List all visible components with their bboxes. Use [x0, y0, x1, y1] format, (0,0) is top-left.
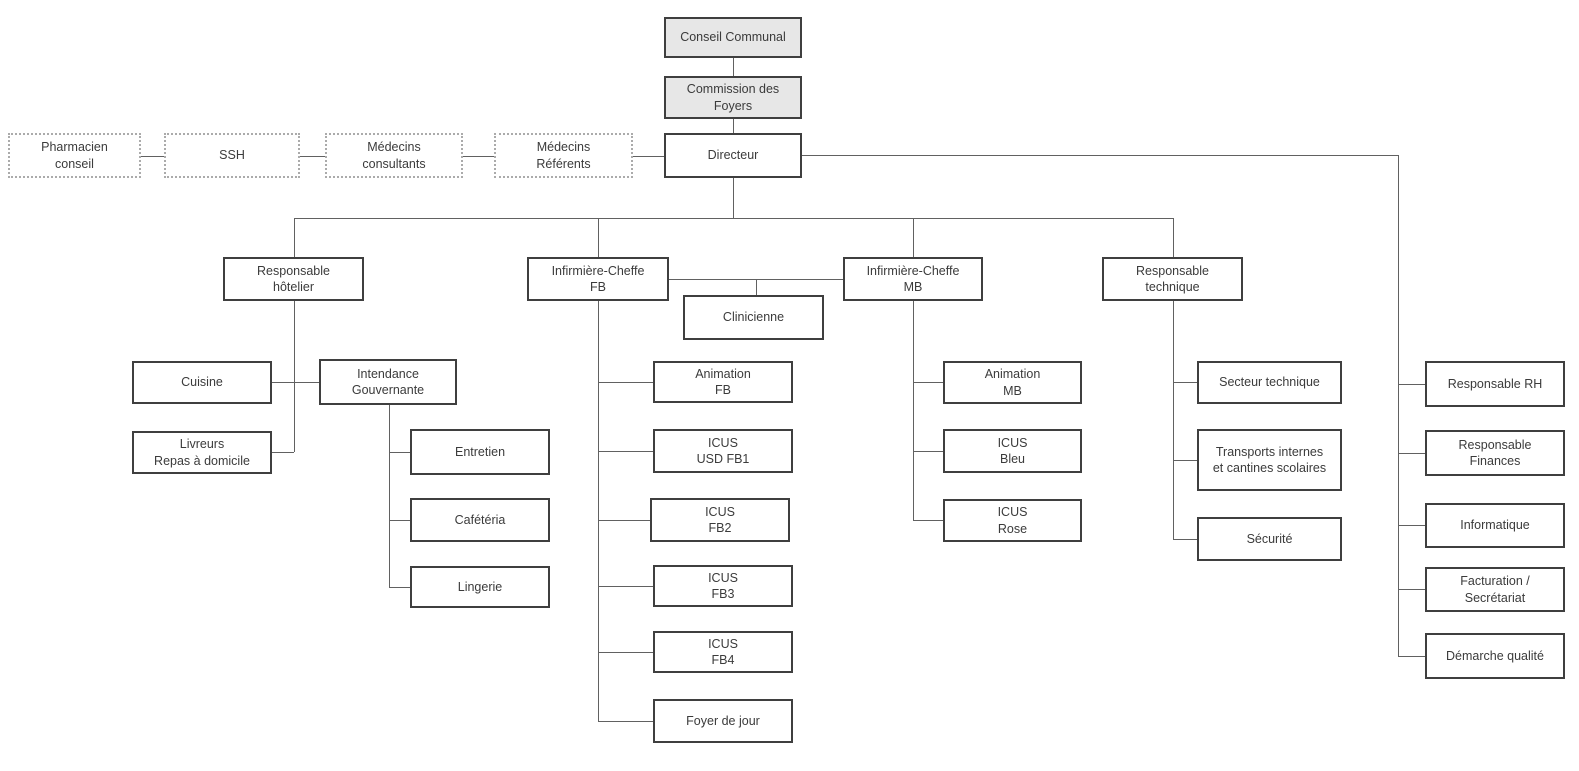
connector-line [1398, 525, 1425, 526]
connector-line [598, 586, 653, 587]
connector-line [598, 652, 653, 653]
connector-line [1398, 656, 1425, 657]
connector-line [802, 155, 1398, 156]
connector-line [598, 520, 650, 521]
connector-line [598, 218, 599, 257]
org-node-icus-fb4: ICUS FB4 [653, 631, 793, 673]
org-node-icus-usd-fb1: ICUS USD FB1 [653, 429, 793, 473]
org-node-secteur-technique: Secteur technique [1197, 361, 1342, 404]
connector-line [294, 218, 1174, 219]
org-node-transports-internes-cantines: Transports internes et cantines scolaire… [1197, 429, 1342, 491]
connector-line [389, 405, 390, 587]
connector-line [463, 156, 494, 157]
connector-line [294, 301, 295, 452]
connector-line [1173, 460, 1197, 461]
connector-line [1173, 382, 1197, 383]
org-node-icus-rose: ICUS Rose [943, 499, 1082, 542]
org-node-cafeteria: Cafétéria [410, 498, 550, 542]
org-node-conseil-communal: Conseil Communal [664, 17, 802, 58]
connector-line [300, 156, 325, 157]
connector-line [598, 721, 653, 722]
connector-line [598, 301, 599, 721]
org-node-icus-bleu: ICUS Bleu [943, 429, 1082, 473]
connector-line [389, 587, 410, 588]
org-node-responsable-finances: Responsable Finances [1425, 430, 1565, 476]
connector-line [389, 520, 410, 521]
org-node-responsable-technique: Responsable technique [1102, 257, 1243, 301]
org-node-commission-des-foyers: Commission des Foyers [664, 76, 802, 119]
connector-line [389, 452, 410, 453]
org-node-medecins-consultants: Médecins consultants [325, 133, 463, 178]
org-node-responsable-hotelier: Responsable hôtelier [223, 257, 364, 301]
org-node-ssh: SSH [164, 133, 300, 178]
connector-line [913, 451, 943, 452]
connector-line [733, 178, 734, 218]
connector-line [733, 58, 734, 76]
org-node-facturation-secretariat: Facturation / Secrétariat [1425, 567, 1565, 612]
org-node-animation-mb: Animation MB [943, 361, 1082, 404]
connector-line [294, 218, 295, 257]
org-node-lingerie: Lingerie [410, 566, 550, 608]
connector-line [272, 452, 294, 453]
org-node-infirmiere-cheffe-mb: Infirmière-Cheffe MB [843, 257, 983, 301]
connector-line [913, 218, 914, 257]
org-node-demarche-qualite: Démarche qualité [1425, 633, 1565, 679]
connector-line [733, 119, 734, 133]
connector-line [1173, 218, 1174, 257]
connector-line [913, 520, 943, 521]
connector-line [913, 382, 943, 383]
org-node-livreurs-repas-a-domicile: Livreurs Repas à domicile [132, 431, 272, 474]
org-node-responsable-rh: Responsable RH [1425, 361, 1565, 407]
connector-line [1398, 589, 1425, 590]
org-node-icus-fb2: ICUS FB2 [650, 498, 790, 542]
org-node-clinicienne: Clinicienne [683, 295, 824, 340]
org-node-cuisine: Cuisine [132, 361, 272, 404]
org-node-informatique: Informatique [1425, 503, 1565, 548]
org-node-animation-fb: Animation FB [653, 361, 793, 403]
connector-line [1398, 384, 1425, 385]
connector-line [141, 156, 164, 157]
connector-line [756, 279, 757, 295]
org-node-directeur: Directeur [664, 133, 802, 178]
org-node-intendance-gouvernante: Intendance Gouvernante [319, 359, 457, 405]
connector-line [598, 451, 653, 452]
connector-line [633, 156, 664, 157]
connector-line [913, 301, 914, 520]
connector-line [1398, 155, 1399, 656]
connector-line [1398, 453, 1425, 454]
org-node-medecins-referents: Médecins Référents [494, 133, 633, 178]
org-node-entretien: Entretien [410, 429, 550, 475]
connector-line [272, 382, 319, 383]
org-node-securite: Sécurité [1197, 517, 1342, 561]
org-node-infirmiere-cheffe-fb: Infirmière-Cheffe FB [527, 257, 669, 301]
connector-line [598, 382, 653, 383]
connector-line [1173, 539, 1197, 540]
org-node-foyer-de-jour: Foyer de jour [653, 699, 793, 743]
org-node-icus-fb3: ICUS FB3 [653, 565, 793, 607]
connector-line [1173, 301, 1174, 539]
org-node-pharmacien-conseil: Pharmacien conseil [8, 133, 141, 178]
